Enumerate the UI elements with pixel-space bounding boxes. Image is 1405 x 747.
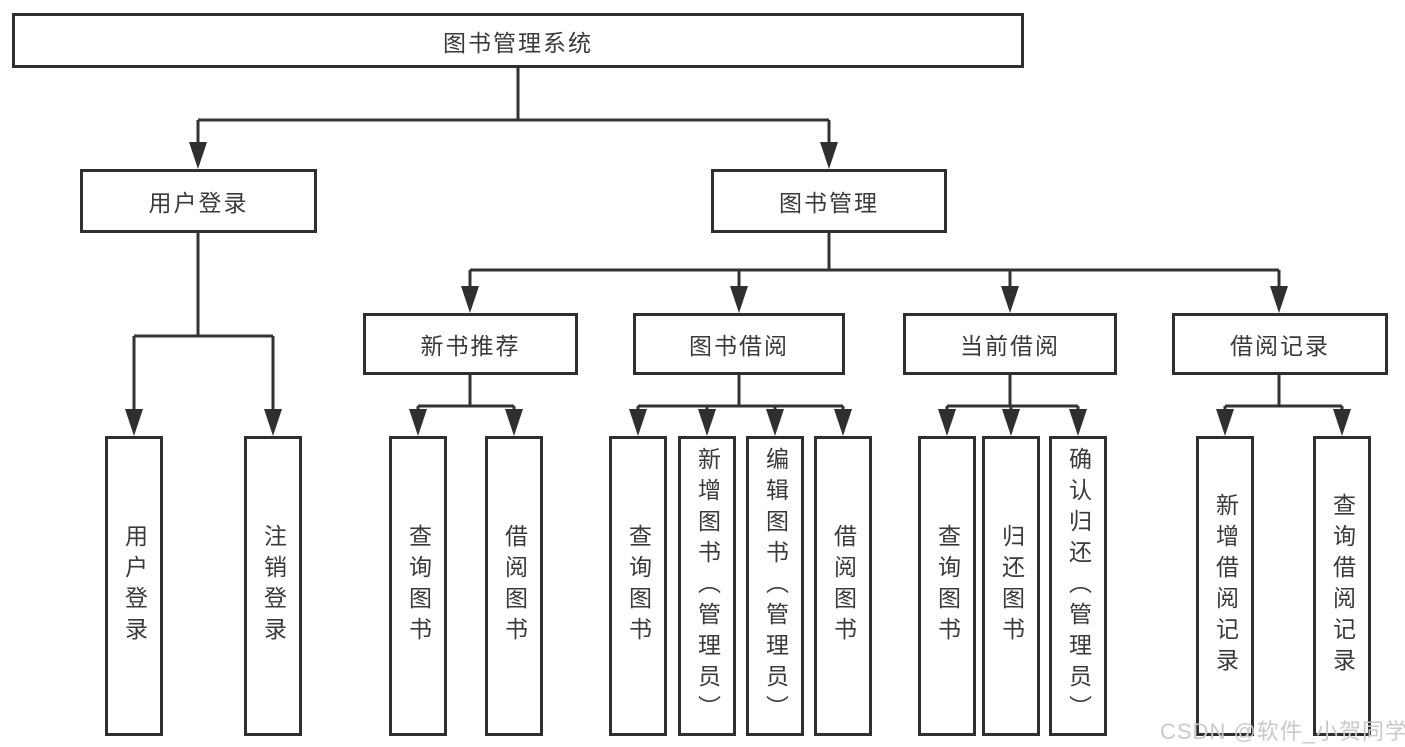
leaf-logout-login-label: 注销登录 <box>260 524 287 648</box>
node-borrowing-records: 借阅记录 <box>1172 313 1388 375</box>
leaf-add-books-admin: 新增图书（管理员） <box>678 436 736 736</box>
leaf-query-books-recommend: 查询图书 <box>389 436 447 736</box>
leaf-query-books-current: 查询图书 <box>918 436 976 736</box>
leaf-query-books-recommend-label: 查询图书 <box>405 524 432 648</box>
node-book-management-label: 图书管理 <box>779 190 879 216</box>
node-user-login-label: 用户登录 <box>148 190 249 216</box>
leaf-user-login: 用户登录 <box>105 436 163 736</box>
leaf-add-borrow-record-label: 新增借阅记录 <box>1212 493 1239 679</box>
node-root-system: 图书管理系统 <box>12 13 1024 68</box>
node-current-borrowing-label: 当前借阅 <box>960 333 1060 359</box>
node-book-borrowing-label: 图书借阅 <box>689 333 789 359</box>
leaf-return-books: 归还图书 <box>982 436 1040 736</box>
leaf-logout-login: 注销登录 <box>244 436 302 736</box>
leaf-confirm-return-admin: 确认归还（管理员） <box>1049 436 1107 736</box>
leaf-query-books-borrow: 查询图书 <box>609 436 667 736</box>
leaf-edit-books-admin-label: 编辑图书（管理员） <box>762 446 789 726</box>
leaf-user-login-label: 用户登录 <box>121 524 148 648</box>
leaf-borrow-books-label: 借阅图书 <box>830 524 857 648</box>
node-user-login: 用户登录 <box>80 169 317 233</box>
leaf-borrow-books-recommend-label: 借阅图书 <box>501 524 528 648</box>
leaf-query-books-borrow-label: 查询图书 <box>625 524 652 648</box>
node-borrowing-records-label: 借阅记录 <box>1230 333 1330 359</box>
leaf-query-borrow-record: 查询借阅记录 <box>1313 436 1371 736</box>
arrowheads <box>125 142 1351 436</box>
leaf-query-books-current-label: 查询图书 <box>934 524 961 648</box>
leaf-edit-books-admin: 编辑图书（管理员） <box>746 436 804 736</box>
leaf-return-books-label: 归还图书 <box>998 524 1025 648</box>
node-book-borrowing: 图书借阅 <box>633 313 845 375</box>
leaf-borrow-books: 借阅图书 <box>814 436 872 736</box>
leaf-add-borrow-record: 新增借阅记录 <box>1196 436 1254 736</box>
node-root-system-label: 图书管理系统 <box>443 29 593 56</box>
node-current-borrowing: 当前借阅 <box>903 313 1117 375</box>
leaf-confirm-return-admin-label: 确认归还（管理员） <box>1065 446 1092 726</box>
node-new-book-recommendation-label: 新书推荐 <box>420 333 521 359</box>
node-new-book-recommendation: 新书推荐 <box>363 313 578 375</box>
leaf-query-borrow-record-label: 查询借阅记录 <box>1329 493 1356 679</box>
leaf-borrow-books-recommend: 借阅图书 <box>485 436 543 736</box>
node-book-management: 图书管理 <box>711 169 947 233</box>
csdn-watermark: CSDN @软件_小贺同学 <box>1160 719 1405 744</box>
leaf-add-books-admin-label: 新增图书（管理员） <box>694 446 721 726</box>
